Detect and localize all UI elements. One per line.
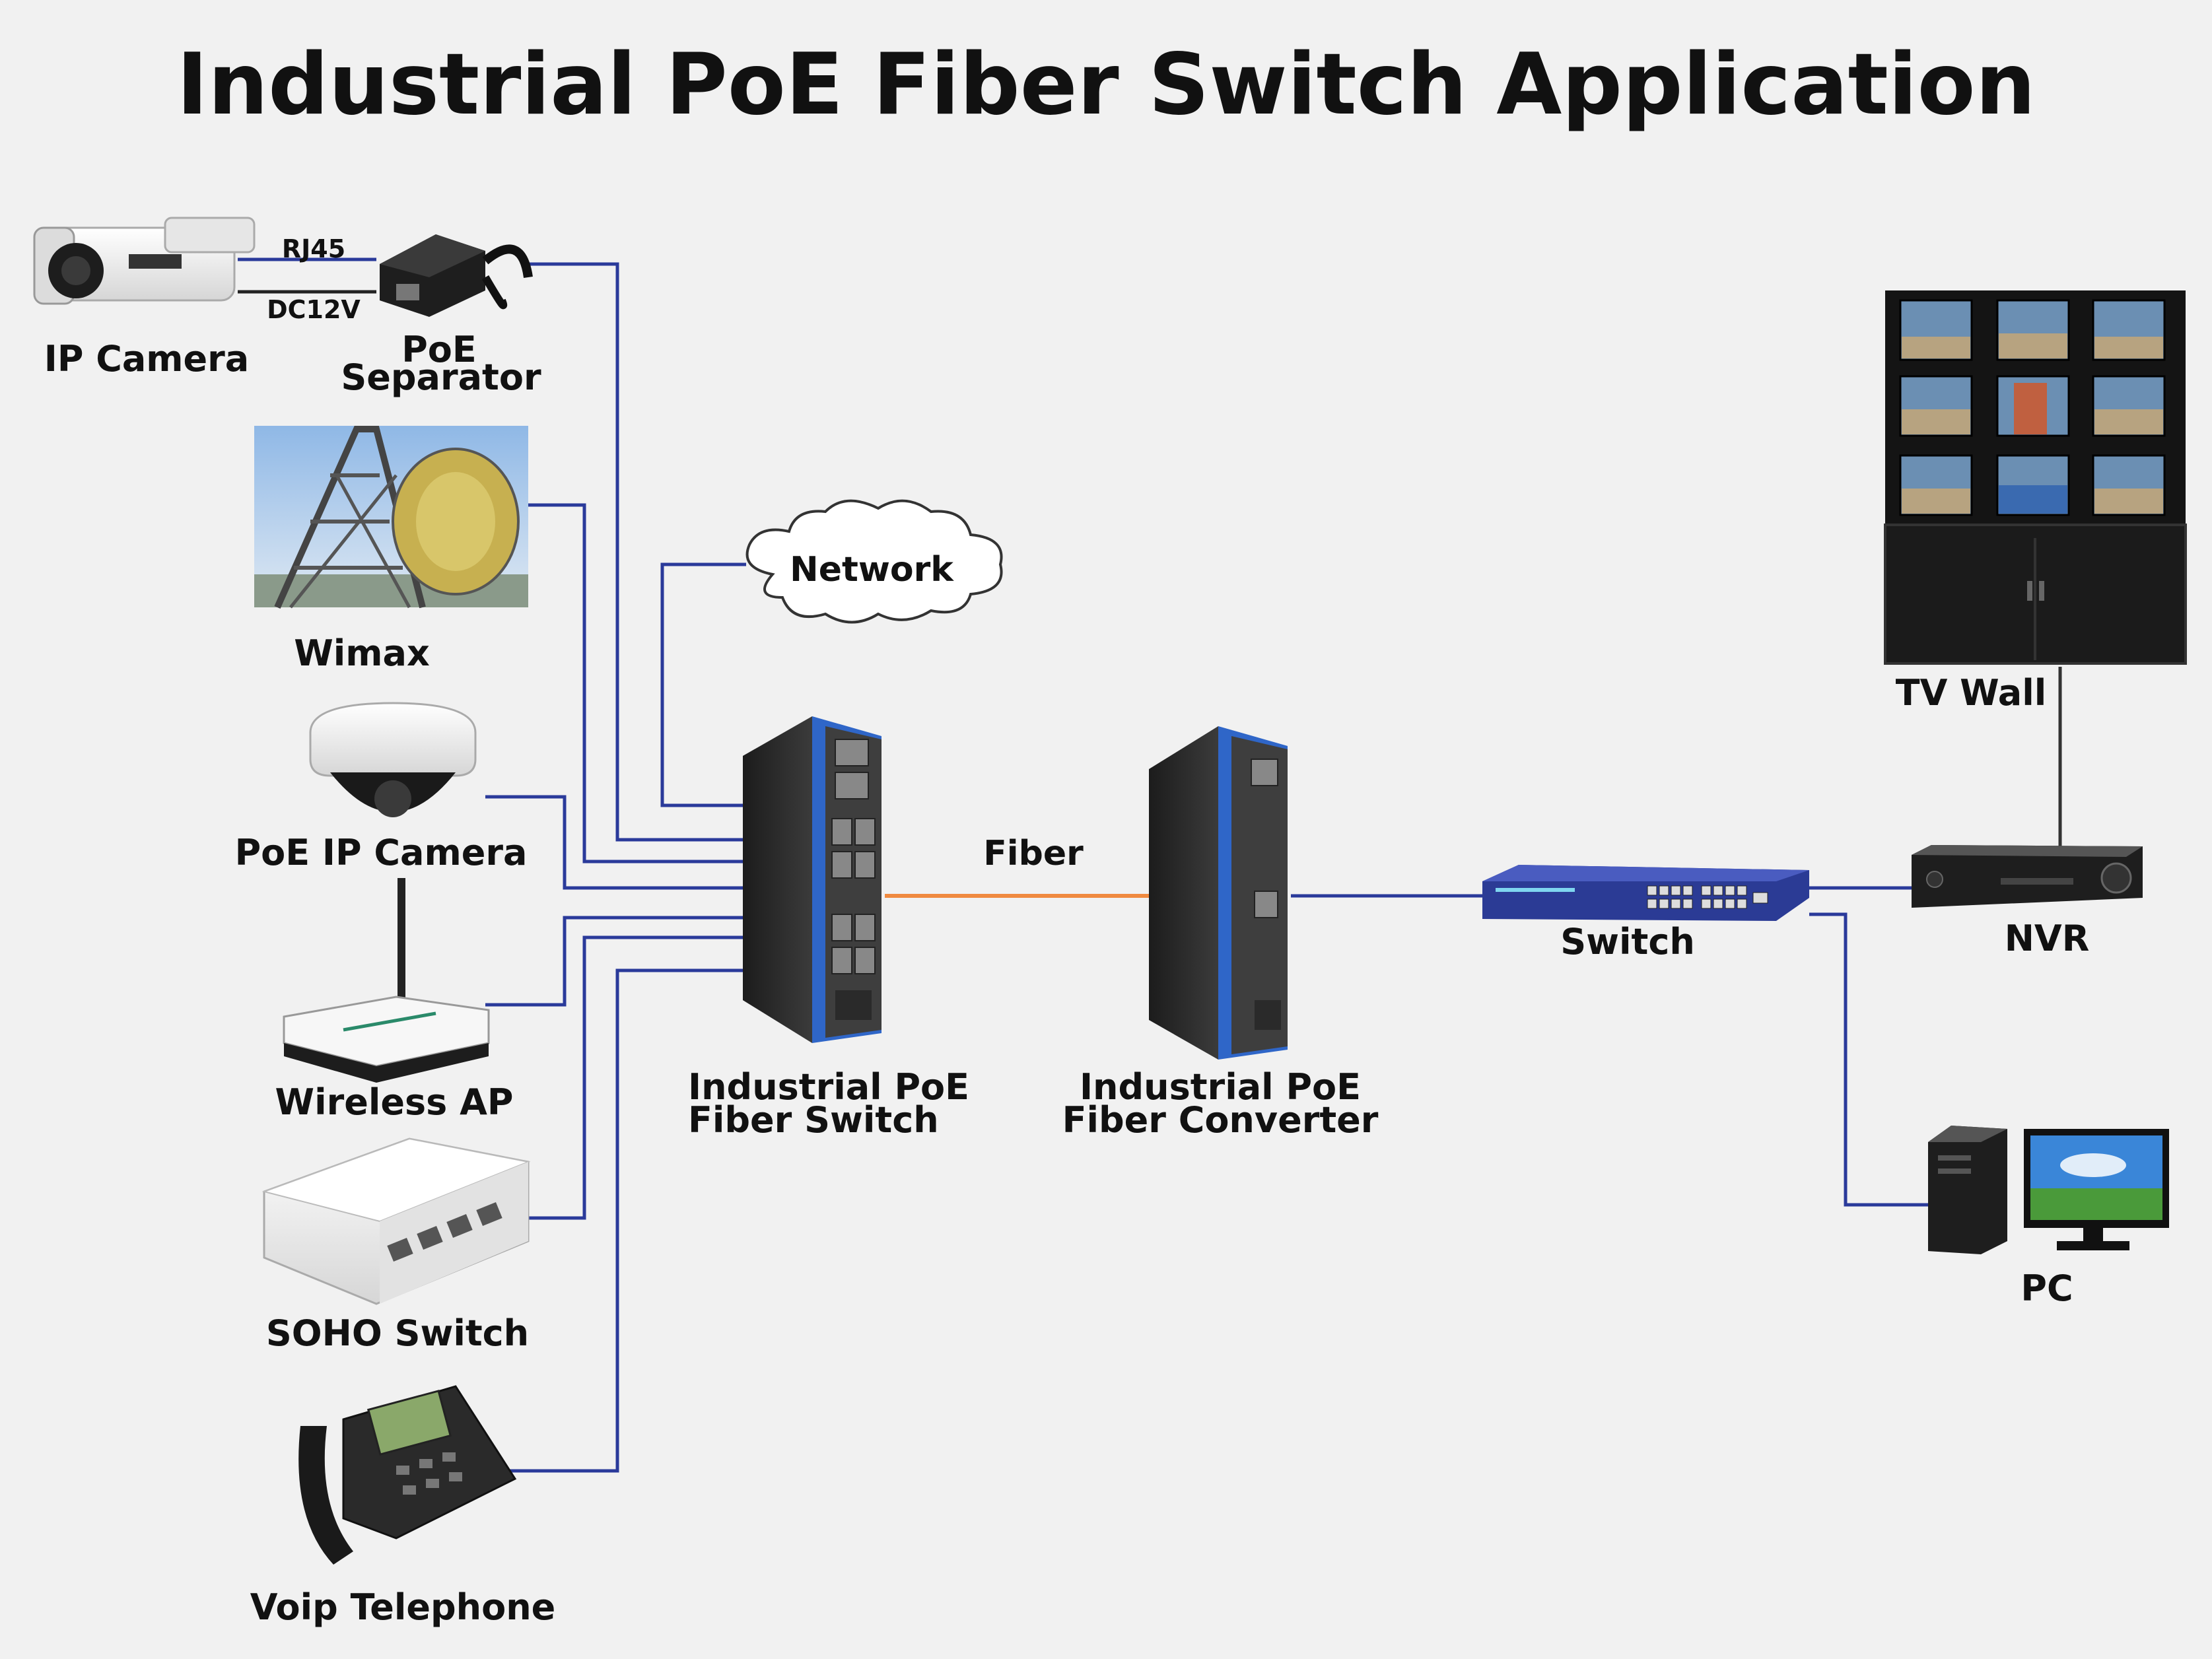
pc-icon[interactable]: [1928, 1126, 2169, 1254]
voip-telephone-label: Voip Telephone: [250, 1586, 556, 1628]
wireless-ap-label: Wireless AP: [275, 1081, 514, 1123]
fiber-switch-label-1: Industrial PoE: [688, 1066, 969, 1108]
soho-switch-icon: [261, 1137, 531, 1305]
switch-label: Switch: [1560, 921, 1695, 963]
link-voip-to-switch: [508, 968, 743, 1473]
industrial-poe-fiber-switch-icon[interactable]: [743, 716, 881, 1043]
ip-camera-icon: [33, 217, 256, 305]
switch-icon[interactable]: [1482, 865, 1809, 921]
industrial-poe-fiber-converter-icon[interactable]: [1149, 726, 1288, 1060]
poe-separator-label-2: Separator: [341, 356, 541, 398]
soho-switch-label: SOHO Switch: [266, 1312, 529, 1354]
link-poe-camera-to-switch: [485, 795, 743, 890]
link-separator-to-switch: [528, 262, 743, 842]
link-soho-to-switch: [528, 935, 743, 1220]
fiber-converter-label-2: Fiber Converter: [1062, 1099, 1379, 1141]
poe-ip-camera-label: PoE IP Camera: [235, 832, 528, 873]
poe-ip-camera-icon: [309, 702, 477, 817]
fiber-switch-label-2: Fiber Switch: [688, 1099, 939, 1141]
wimax-label: Wimax: [294, 632, 430, 674]
network-label: Network: [790, 550, 954, 590]
wireless-ap-icon: [283, 878, 490, 1083]
link-network-to-switch: [660, 562, 746, 807]
poe-separator-label-1: PoE: [401, 329, 477, 370]
link-switch-to-pc: [1809, 912, 1928, 1207]
network-cloud-icon[interactable]: [745, 499, 1003, 624]
voip-telephone-icon: [298, 1385, 517, 1565]
link-ap-to-switch: [485, 916, 743, 1007]
nvr-icon[interactable]: [1912, 845, 2143, 908]
tv-wall-label: TV Wall: [1896, 672, 2047, 714]
rj45-label: RJ45: [282, 234, 345, 263]
wimax-icon: [254, 426, 528, 609]
pc-label: PC: [2021, 1268, 2073, 1309]
poe-separator-icon: [380, 234, 533, 317]
fiber-label: Fiber: [983, 834, 1084, 873]
fiber-converter-label-1: Industrial PoE: [1080, 1066, 1361, 1108]
dc12v-label: DC12V: [267, 295, 361, 324]
link-wimax-to-switch: [528, 503, 743, 863]
page-title: Industrial PoE Fiber Switch Application: [176, 36, 2035, 134]
tv-wall-icon[interactable]: [1884, 290, 2187, 665]
ethernet-links: [238, 257, 1928, 1473]
ip-camera-label: IP Camera: [44, 338, 250, 380]
nvr-label: NVR: [2005, 918, 2090, 959]
